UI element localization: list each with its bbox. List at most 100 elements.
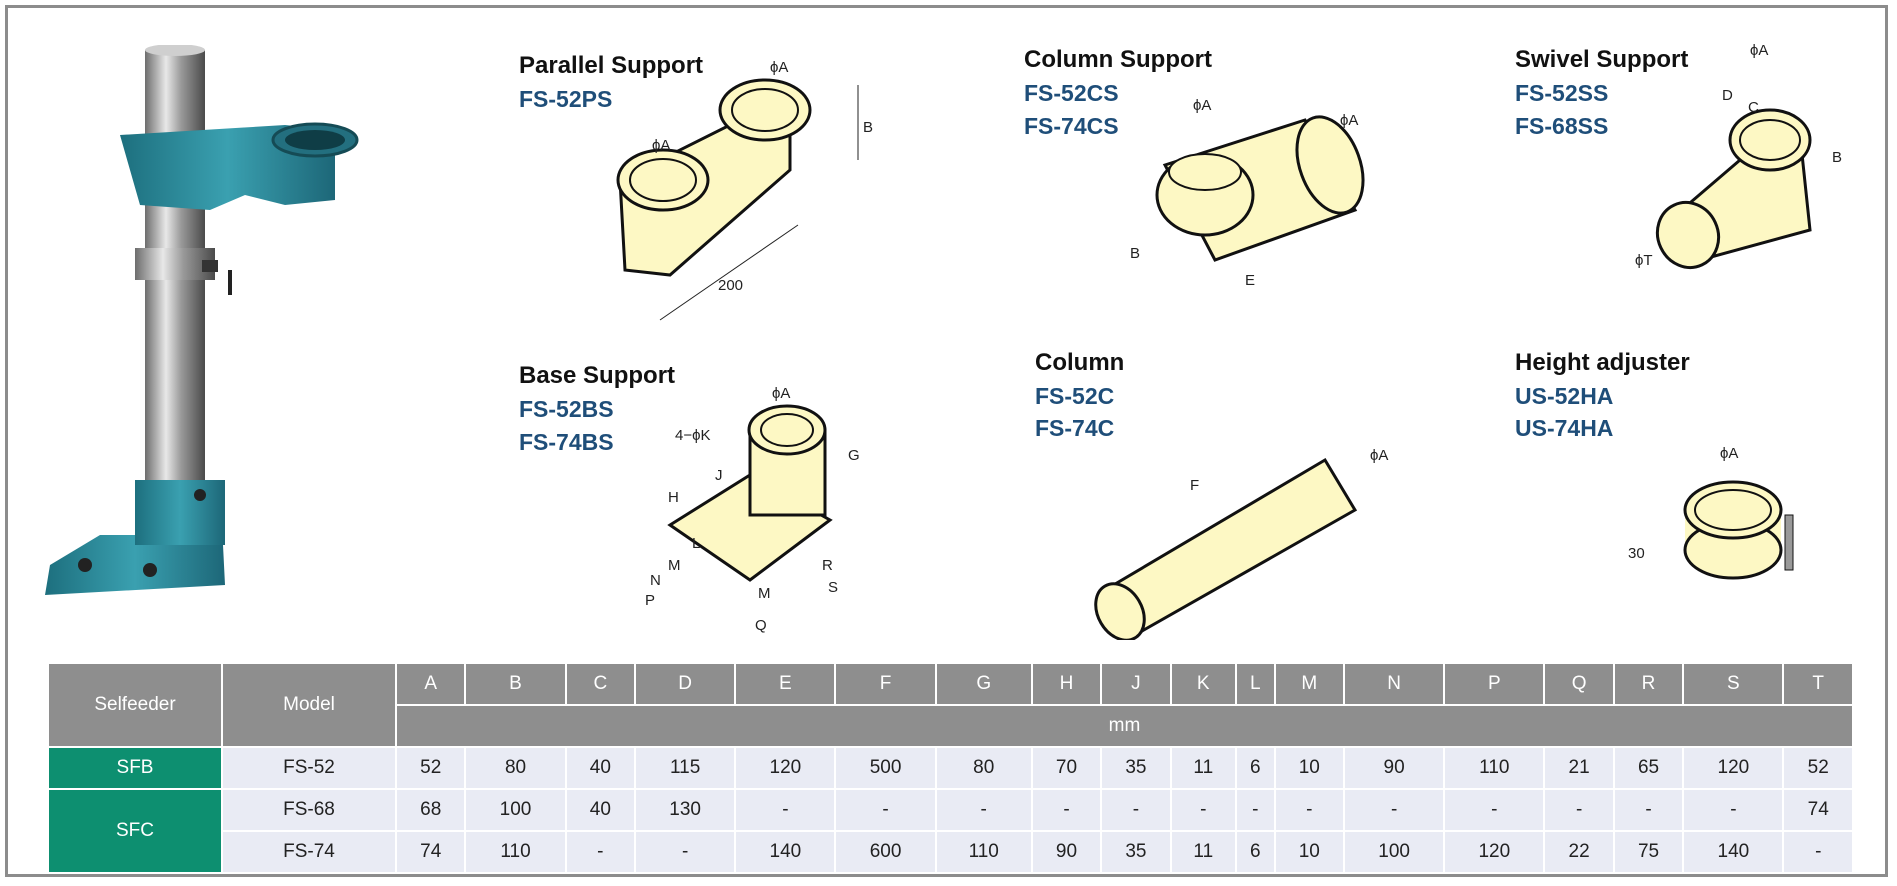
dim-phiA-label: ϕA (1720, 445, 1738, 462)
value-cell: 120 (1445, 832, 1544, 872)
value-cell: 40 (566, 748, 635, 788)
column-support-diagram: ϕA ϕA B E (1130, 97, 1365, 289)
column-header: F (836, 664, 935, 704)
column-header: S (1684, 664, 1783, 704)
value-cell: - (1545, 790, 1613, 830)
column-header: P (1445, 664, 1544, 704)
dim-E-label: E (1245, 272, 1255, 289)
value-cell: - (566, 832, 635, 872)
swivel-support-model-1: FS-52SS (1515, 80, 1609, 106)
value-cell: 35 (1102, 832, 1170, 872)
column-header: R (1614, 664, 1683, 704)
column-header: A (397, 664, 465, 704)
dim-F-label: F (1190, 477, 1199, 494)
dim-B-label: B (1130, 245, 1140, 262)
value-cell: 11 (1171, 748, 1235, 788)
value-cell: 500 (836, 748, 935, 788)
dim-D-label: D (1722, 87, 1733, 104)
value-cell: 115 (636, 748, 735, 788)
selfeeder-cell: SFC (49, 790, 221, 872)
column-header: M (1275, 664, 1343, 704)
value-cell: 600 (836, 832, 935, 872)
model-cell: FS-74 (223, 832, 395, 872)
value-cell: 6 (1236, 748, 1274, 788)
unit-header: mm (397, 706, 1852, 746)
value-cell: 52 (397, 748, 465, 788)
dim-J-label: J (715, 467, 723, 484)
dim-holes-label: 4−ϕK (675, 427, 711, 444)
dim-M-label: M (758, 585, 771, 602)
table-row: FS-74 74 110 - - 140 600 110 90 35 11 6 … (49, 832, 1852, 872)
value-cell: - (736, 790, 835, 830)
dim-B-label: B (863, 119, 873, 136)
value-cell: - (1275, 790, 1343, 830)
parallel-support-title: Parallel Support (519, 52, 704, 79)
value-cell: - (836, 790, 935, 830)
column-header: L (1236, 664, 1274, 704)
dim-S-label: S (828, 579, 838, 596)
value-cell: 35 (1102, 748, 1170, 788)
value-cell: - (1032, 790, 1101, 830)
column-model-1: FS-52C (1035, 383, 1115, 409)
value-cell: 80 (466, 748, 565, 788)
base-support-model-2: FS-74BS (519, 429, 614, 455)
value-cell: - (1171, 790, 1235, 830)
column-support-model-1: FS-52CS (1024, 80, 1119, 106)
dim-phiA-label: ϕA (1370, 447, 1388, 464)
column-header: H (1032, 664, 1101, 704)
base-support-diagram: 4−ϕK ϕA G H J L M N P M R S Q (645, 385, 860, 634)
value-cell: 110 (936, 832, 1031, 872)
value-cell: 120 (736, 748, 835, 788)
value-cell: 140 (1684, 832, 1783, 872)
dimensions-table: Selfeeder Model A B C D E F G H J K L M … (47, 662, 1854, 874)
value-cell: 110 (466, 832, 565, 872)
value-cell: 22 (1545, 832, 1613, 872)
value-cell: 75 (1614, 832, 1683, 872)
swivel-support-diagram: ϕA D C B ϕT (1635, 42, 1842, 269)
value-cell: 21 (1545, 748, 1613, 788)
value-cell: - (1102, 790, 1170, 830)
parallel-support-diagram: ϕA ϕA B 200 (616, 59, 873, 321)
height-adjuster-model-1: US-52HA (1515, 383, 1614, 409)
value-cell: - (1445, 790, 1544, 830)
model-cell: FS-68 (223, 790, 395, 830)
dim-Q-label: Q (755, 617, 767, 634)
value-cell: 65 (1614, 748, 1683, 788)
value-cell: - (1345, 790, 1444, 830)
dim-N-label: N (650, 572, 661, 589)
dim-phiA-label: ϕA (652, 137, 670, 154)
value-cell: 74 (1784, 790, 1852, 830)
value-cell: 90 (1345, 748, 1444, 788)
dim-G-label: G (848, 447, 860, 464)
value-cell: - (1784, 832, 1852, 872)
column-header: D (636, 664, 735, 704)
column-model-2: FS-74C (1035, 415, 1115, 441)
dim-phiA-label: ϕA (1340, 112, 1358, 129)
selfeeder-header: Selfeeder (49, 664, 221, 746)
value-cell: 80 (936, 748, 1031, 788)
height-adjuster-title: Height adjuster (1515, 349, 1690, 376)
value-cell: 120 (1684, 748, 1783, 788)
value-cell: 100 (466, 790, 565, 830)
selfeeder-cell: SFB (49, 748, 221, 788)
dim-phiA-label: ϕA (770, 59, 788, 76)
column-header: N (1345, 664, 1444, 704)
dim-phiA-label: ϕA (772, 385, 790, 402)
dim-30-label: 30 (1628, 545, 1645, 562)
column-diagram: F ϕA (1094, 447, 1388, 640)
column-header: T (1784, 664, 1852, 704)
column-header: B (466, 664, 565, 704)
base-support-title: Base Support (519, 362, 676, 389)
dim-C-label: C (1748, 99, 1759, 116)
value-cell: 90 (1032, 832, 1101, 872)
value-cell: - (1614, 790, 1683, 830)
value-cell: - (1236, 790, 1274, 830)
column-header: E (736, 664, 835, 704)
value-cell: 6 (1236, 832, 1274, 872)
value-cell: 40 (566, 790, 635, 830)
dim-phiA-label: ϕA (1750, 42, 1768, 59)
column-header: K (1171, 664, 1235, 704)
height-adjuster-model-2: US-74HA (1515, 415, 1614, 441)
page-frame (5, 5, 1888, 877)
value-cell: - (936, 790, 1031, 830)
